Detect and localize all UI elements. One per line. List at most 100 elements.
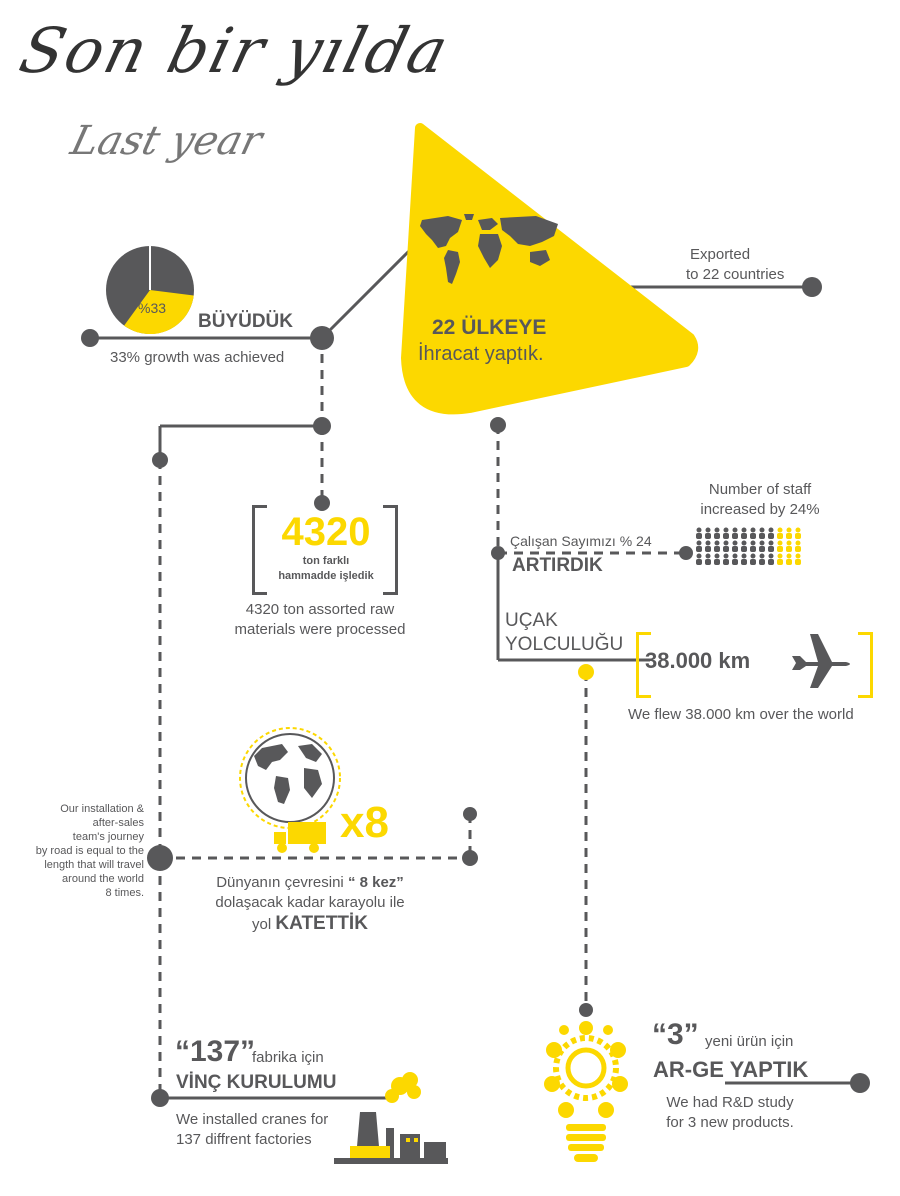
person-body xyxy=(714,546,720,552)
person-body xyxy=(705,533,711,539)
person-icon xyxy=(732,540,738,546)
person-icon xyxy=(714,540,720,546)
materials-en-line1: 4320 ton assorted raw xyxy=(245,601,395,618)
person-body xyxy=(777,559,783,565)
person-body xyxy=(741,559,747,565)
person-icon xyxy=(723,553,729,559)
person-icon xyxy=(750,540,756,546)
growth-en: 33% growth was achieved xyxy=(110,349,285,366)
person-body xyxy=(732,559,738,565)
person-body xyxy=(750,533,756,539)
flight-en: We flew 38.000 km over the world xyxy=(628,706,854,723)
person-icon xyxy=(741,527,747,533)
person-body xyxy=(759,533,765,539)
road-tr-line3-a: yol xyxy=(252,916,272,933)
page-subtitle: Last year xyxy=(66,118,267,164)
person-icon xyxy=(732,553,738,559)
person-icon xyxy=(705,527,711,533)
person-icon xyxy=(777,553,783,559)
export-triangle xyxy=(401,123,699,415)
flight-km: 38.000 km xyxy=(645,648,751,673)
rnd-number: “3” xyxy=(652,1018,699,1051)
flight-tr-line1: UÇAK xyxy=(505,610,558,631)
person-icon xyxy=(750,553,756,559)
growth-pie-chart xyxy=(106,246,194,335)
growth-head: BÜYÜDÜK xyxy=(198,311,293,332)
flight-tr-line2: YOLCULUĞU xyxy=(505,634,624,655)
truck-icon xyxy=(274,822,326,853)
person-body xyxy=(741,533,747,539)
person-body xyxy=(741,546,747,552)
person-icon xyxy=(777,540,783,546)
cranes-after: fabrika için xyxy=(252,1049,324,1066)
person-body xyxy=(714,559,720,565)
person-icon xyxy=(759,553,765,559)
road-en-line: around the world xyxy=(62,873,144,885)
person-icon xyxy=(723,540,729,546)
flight-bracket-left xyxy=(636,632,651,698)
road-en-line: 8 times. xyxy=(105,887,144,899)
person-icon xyxy=(795,553,801,559)
materials-bracket-right xyxy=(383,505,398,595)
road-en-line: team's journey xyxy=(72,831,144,843)
person-body xyxy=(777,533,783,539)
person-body xyxy=(786,546,792,552)
person-body xyxy=(723,546,729,552)
person-icon xyxy=(696,540,702,546)
person-icon xyxy=(705,540,711,546)
road-tr-line1-b: “ 8 kez” xyxy=(347,874,404,891)
person-body xyxy=(786,533,792,539)
person-icon xyxy=(768,553,774,559)
person-body xyxy=(795,533,801,539)
road-tr-line1-a: Dünyanın çevresini xyxy=(216,874,344,891)
person-icon xyxy=(714,527,720,533)
person-body xyxy=(723,559,729,565)
lightbulb-gears-icon xyxy=(544,1021,628,1162)
person-body xyxy=(786,559,792,565)
road-tr-line3-b: KATETTİK xyxy=(275,913,368,934)
person-body xyxy=(768,559,774,565)
person-body xyxy=(705,546,711,552)
person-icon xyxy=(723,527,729,533)
globe-icon xyxy=(239,727,341,829)
staff-en-line2: increased by 24% xyxy=(700,501,820,518)
person-icon xyxy=(786,540,792,546)
person-body xyxy=(696,546,702,552)
person-body xyxy=(696,559,702,565)
materials-line1: ton farklı xyxy=(302,555,350,567)
cranes-number: “137” xyxy=(175,1035,256,1068)
person-body xyxy=(777,546,783,552)
flight-bracket-right xyxy=(858,632,873,698)
person-body xyxy=(705,559,711,565)
cranes-en-line2: 137 diffrent factories xyxy=(176,1131,312,1148)
staff-tr-line1: Çalışan Sayımızı % 24 xyxy=(510,533,652,549)
person-body xyxy=(795,559,801,565)
road-tr-line2: dolaşacak kadar karayolu ile xyxy=(215,894,405,911)
staff-en-line1: Number of staff xyxy=(708,481,812,498)
person-body xyxy=(732,546,738,552)
person-body xyxy=(714,533,720,539)
person-body xyxy=(759,559,765,565)
person-body xyxy=(768,533,774,539)
person-icon xyxy=(705,553,711,559)
cranes-en-line1: We installed cranes for xyxy=(176,1111,329,1128)
road-en-line: length that will travel xyxy=(44,859,144,871)
world-map-icon xyxy=(420,214,558,284)
person-icon xyxy=(795,540,801,546)
person-body xyxy=(732,533,738,539)
person-icon xyxy=(768,540,774,546)
road-en-line: by road is equal to the xyxy=(35,845,144,857)
materials-en-line2: materials were processed xyxy=(234,621,406,638)
road-multiplier: x8 xyxy=(340,798,389,847)
page-title: Son bir yılda xyxy=(12,14,457,87)
person-icon xyxy=(750,527,756,533)
export-head: 22 ÜLKEYE xyxy=(432,316,547,339)
rnd-head: AR-GE YAPTIK xyxy=(653,1057,809,1082)
growth-pie-slice xyxy=(124,290,194,335)
road-en-line: after-sales xyxy=(92,817,144,829)
rnd-en-line2: for 3 new products. xyxy=(666,1114,794,1131)
person-icon xyxy=(759,540,765,546)
staff-tr-line2: ARTIRDIK xyxy=(512,555,603,576)
person-icon xyxy=(777,527,783,533)
